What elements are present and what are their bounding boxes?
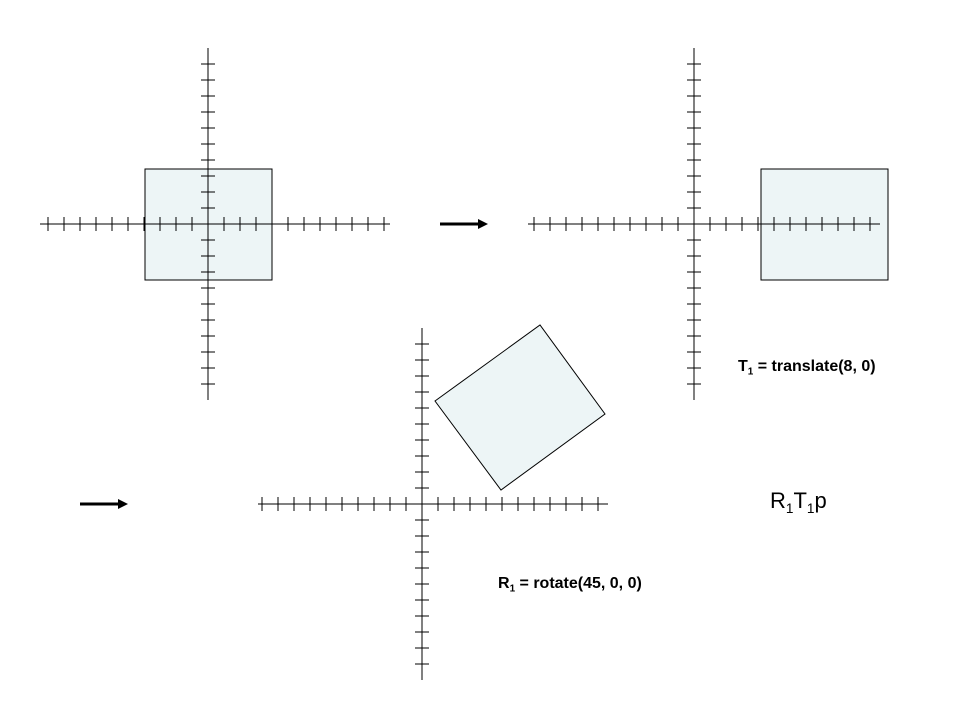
composite-t-sub: 1 <box>806 500 815 516</box>
arrow-2 <box>80 499 128 509</box>
rotate-label-rest: = rotate(45, 0, 0) <box>515 575 642 592</box>
original-axes <box>40 48 390 400</box>
rotate-label-base: R <box>498 575 510 592</box>
arrow-1 <box>440 219 488 229</box>
composite-t: T <box>793 488 807 513</box>
translated-axes <box>528 48 880 400</box>
translate-label: T1 = translate(8, 0) <box>738 358 876 377</box>
translate-label-sub: 1 <box>747 366 754 378</box>
composite-r: R <box>770 488 786 513</box>
rotated-axes <box>258 328 608 680</box>
arrow-2-head <box>118 499 128 509</box>
translate-label-base: T <box>738 358 748 375</box>
arrow-1-head <box>478 219 488 229</box>
rotate-label-sub: 1 <box>509 583 516 595</box>
rotate-label: R1 = rotate(45, 0, 0) <box>498 575 642 594</box>
composite-label: R1T1p <box>770 488 827 516</box>
composite-p: p <box>814 488 827 513</box>
rotated-square <box>434 324 606 491</box>
composite-r-sub: 1 <box>785 500 794 516</box>
translate-label-rest: = translate(8, 0) <box>753 358 876 375</box>
